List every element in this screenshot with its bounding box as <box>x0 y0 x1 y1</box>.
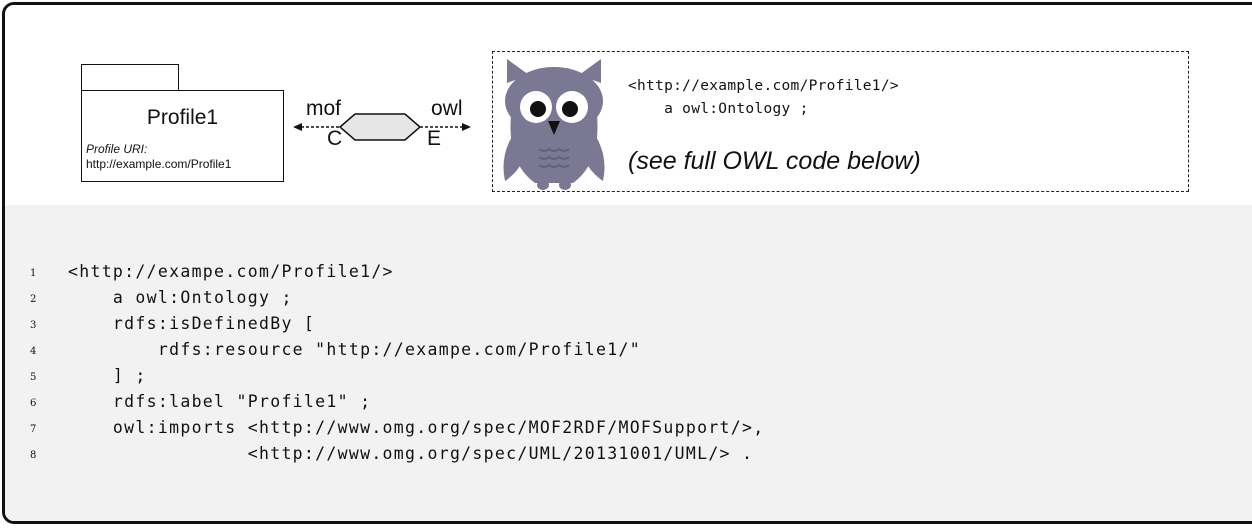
package-name: Profile1 <box>146 106 219 129</box>
line-text: ] ; <box>68 366 147 385</box>
line-number: 8 <box>30 450 37 461</box>
package-tab <box>81 64 179 91</box>
line-number: 6 <box>30 398 37 409</box>
transformation-connector <box>293 113 471 141</box>
line-text: rdfs:label "Profile1" ; <box>68 392 372 411</box>
owl-note: (see full OWL code below) <box>628 147 921 175</box>
uml-package: Profile1 Profile URI: http://example.com… <box>81 90 284 182</box>
owl-mascot-icon <box>503 59 605 190</box>
line-number: 4 <box>30 346 37 357</box>
line-text: rdfs:resource "http://exampe.com/Profile… <box>68 340 641 359</box>
hexagon-shape <box>338 113 422 141</box>
left-letter: C <box>327 127 343 150</box>
left-arrow-icon <box>293 123 302 131</box>
right-letter: E <box>427 127 442 150</box>
line-text: rdfs:isDefinedBy [ <box>68 314 316 333</box>
owl-code-snippet: <http://example.com/Profile1/> a owl:Ont… <box>628 75 899 121</box>
line-number: 1 <box>30 268 37 279</box>
package-uri-label: Profile URI: <box>86 142 148 156</box>
line-text: a owl:Ontology ; <box>68 288 293 307</box>
owl-code-line: a owl:Ontology ; <box>628 101 809 117</box>
package-uri: http://example.com/Profile1 <box>86 157 232 171</box>
line-number: 7 <box>30 424 37 435</box>
diagram-panel: Profile1 Profile URI: http://example.com… <box>5 5 1252 205</box>
owl-output-box <box>492 51 1189 192</box>
line-number: 3 <box>30 320 37 331</box>
mof-label: mof <box>306 97 342 120</box>
code-listing-panel <box>5 205 1252 521</box>
right-arrow-icon <box>462 123 471 131</box>
line-number: 5 <box>30 372 37 383</box>
line-text: owl:imports <http://www.omg.org/spec/MOF… <box>68 418 765 437</box>
owl-code-line: <http://example.com/Profile1/> <box>628 78 899 94</box>
owl-label: owl <box>431 97 463 120</box>
line-number: 2 <box>30 294 37 305</box>
line-text: <http://exampe.com/Profile1/> <box>68 262 394 281</box>
line-text: <http://www.omg.org/spec/UML/20131001/UM… <box>68 444 754 463</box>
